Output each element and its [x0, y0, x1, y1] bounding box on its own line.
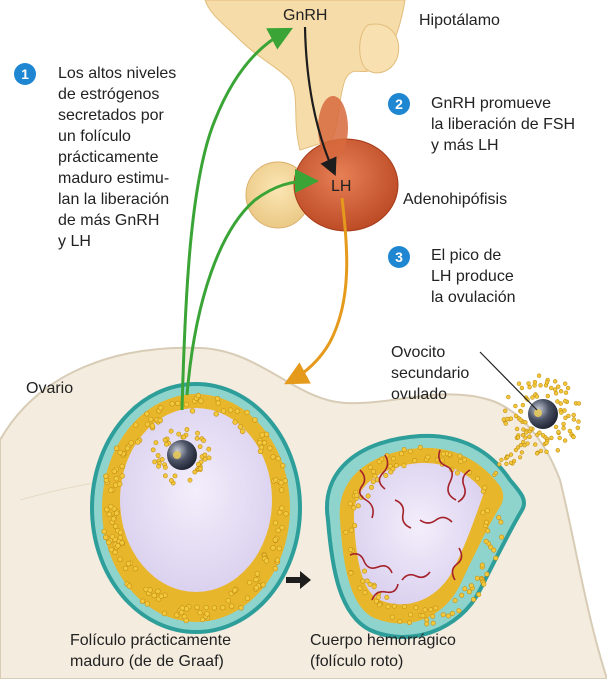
lh-label: LH — [331, 176, 351, 197]
step-2-text: GnRH promueve la liberación de FSH y más… — [431, 93, 575, 156]
mature-follicle-label: Folículo prácticamente maduro (de de Gra… — [70, 630, 231, 672]
ovulated-oocyte — [528, 399, 558, 429]
corpus-hemorrhagicum-label: Cuerpo hemorrágico (folículo roto) — [310, 630, 456, 672]
hypothalamus-lobe — [360, 24, 399, 73]
step-1-text: Los altos niveles de estrógenos secretad… — [58, 63, 176, 252]
hypothalamus-label: Hipotálamo — [419, 10, 500, 31]
gnrh-label: GnRH — [283, 5, 327, 26]
antrum — [120, 408, 272, 592]
step-2-badge: 2 — [388, 93, 410, 115]
portal-stalk — [318, 96, 348, 160]
graafian-oocyte — [167, 440, 197, 470]
ovary-label: Ovario — [26, 378, 73, 399]
step-3-text: El pico de LH produce la ovulación — [431, 245, 516, 308]
adenohypophysis-label: Adenohipófisis — [403, 189, 507, 210]
step-3-badge: 3 — [388, 246, 410, 268]
step-1-badge: 1 — [14, 63, 36, 85]
oocyte-label: Ovocito secundario ovulado — [391, 342, 469, 405]
